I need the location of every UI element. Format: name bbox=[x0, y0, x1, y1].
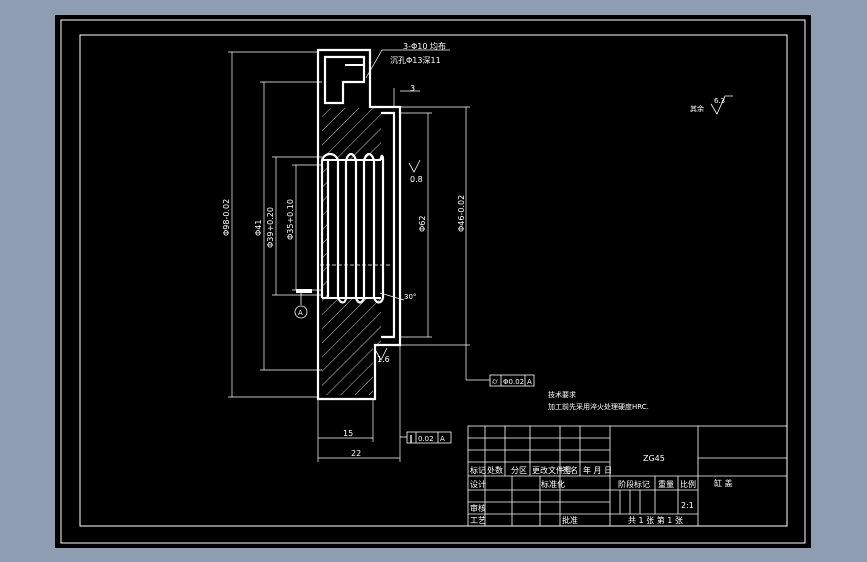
dim-d62: Φ62 bbox=[418, 216, 427, 232]
part-section bbox=[316, 48, 402, 401]
roughness-other-symbol bbox=[710, 95, 733, 115]
dim-d98: Φ98-0.02 bbox=[222, 199, 231, 236]
tb-weight-label: 重量 bbox=[658, 479, 674, 489]
tb-row-approve: 批准 bbox=[562, 515, 578, 525]
dim-d39: Φ39+0.20 bbox=[266, 207, 275, 248]
tb-scale-value: 2:1 bbox=[681, 501, 694, 510]
hatched-section-upper bbox=[322, 108, 381, 160]
angle-leader bbox=[379, 292, 405, 301]
right-dimensions bbox=[393, 88, 490, 381]
gdt1-datum: A bbox=[527, 378, 532, 386]
right-step bbox=[381, 111, 396, 339]
top-hole-pocket bbox=[323, 55, 366, 105]
tech-req-title: 技术要求 bbox=[548, 390, 576, 399]
hole-callout-leader bbox=[365, 49, 450, 79]
dim-d35: Φ35+0.10 bbox=[286, 199, 295, 240]
tb-row-std: 标准化 bbox=[541, 479, 565, 489]
callout-holes-bottom: 沉孔Φ13深11 bbox=[390, 56, 441, 65]
sheet-inner-border bbox=[79, 34, 788, 527]
thread-angle: 30° bbox=[404, 293, 416, 301]
dim-d46: Φ46-0.02 bbox=[457, 195, 466, 232]
gdt2-datum: A bbox=[440, 435, 445, 443]
tb-row-process: 工艺 bbox=[470, 516, 486, 525]
tb-part-name: 缸 盖 bbox=[714, 478, 733, 488]
datum-circle bbox=[294, 305, 308, 319]
tb-material: ZG45 bbox=[643, 454, 665, 463]
datum-marker bbox=[296, 289, 312, 293]
callout-holes-top: 3-Φ10 均布 bbox=[403, 41, 446, 51]
tb-row-design: 设计 bbox=[470, 479, 486, 489]
tb-hdr-count: 处数 bbox=[487, 465, 503, 475]
roughness-other-value: 6.3 bbox=[714, 97, 725, 105]
tech-req-line1: 加工前先采用淬火处理硬度HRC. bbox=[548, 402, 649, 411]
gdt2-symbol: ∥ bbox=[409, 434, 413, 443]
hatched-thin-wall bbox=[322, 160, 328, 298]
hatched-section-lower bbox=[322, 298, 381, 395]
thread-grooves bbox=[320, 152, 385, 304]
gdt1-symbol: ⌭ bbox=[492, 377, 498, 386]
tb-scale-label: 比例 bbox=[680, 479, 696, 489]
roughness-other-label: 其余 bbox=[690, 104, 704, 113]
datum-label: A bbox=[298, 309, 303, 317]
left-dimensions bbox=[228, 51, 322, 398]
roughness-08-symbol bbox=[408, 159, 421, 173]
roughness-08: 0.8 bbox=[410, 175, 423, 184]
dim-l22: 22 bbox=[351, 449, 361, 458]
gdt-frame-1 bbox=[489, 374, 535, 387]
dim-step-3: 3 bbox=[410, 84, 415, 93]
tb-sheets: 共 1 张 第 1 张 bbox=[628, 515, 683, 525]
sheet-outer-border bbox=[60, 19, 806, 544]
gdt-frame-2 bbox=[400, 431, 452, 444]
drawing-sheet bbox=[55, 15, 811, 548]
tb-hdr-docno: 更改文件号 bbox=[532, 465, 572, 475]
roughness-16-symbol bbox=[375, 347, 388, 361]
tb-hdr-date: 年 月 日 bbox=[583, 465, 612, 475]
gdt1-value: Φ0.02 bbox=[503, 378, 524, 386]
length-dimensions bbox=[317, 345, 401, 462]
tb-row-review: 审核 bbox=[470, 503, 486, 513]
tb-hdr-mark: 标记 bbox=[470, 465, 486, 475]
title-block: 标记 处数 分区 更改文件号 签名 年 月 日 设计 标准化 审核 工艺 批准 … bbox=[467, 425, 788, 527]
roughness-16: 1.6 bbox=[377, 355, 390, 364]
tb-stage-label: 阶段标记 bbox=[618, 479, 650, 489]
gdt2-value: 0.02 bbox=[418, 435, 434, 443]
tb-hdr-zone: 分区 bbox=[511, 466, 527, 475]
dim-l15: 15 bbox=[343, 429, 353, 438]
dim-d41: Φ41 bbox=[254, 220, 263, 236]
tb-hdr-sign: 签名 bbox=[562, 465, 578, 475]
